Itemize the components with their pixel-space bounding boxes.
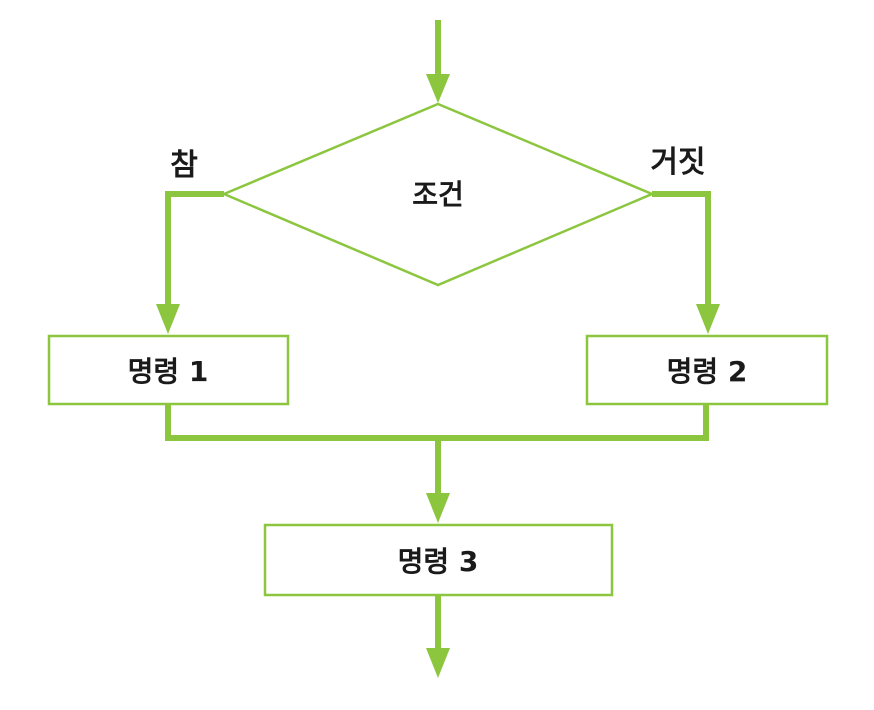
statement-2-label: 명령 2 (667, 355, 748, 388)
merge-connector (165, 404, 709, 523)
false-label: 거짓 (650, 145, 705, 180)
statement-1-box (47, 334, 290, 406)
condition-diamond (220, 102, 656, 287)
false-branch-arrow (652, 191, 720, 334)
exit-arrow (426, 595, 450, 678)
true-branch-arrow (156, 191, 224, 334)
statement-3-label: 명령 3 (398, 545, 479, 578)
statement-1-label: 명령 1 (128, 355, 209, 388)
statement-2-box (585, 334, 829, 406)
true-label: 참 (170, 148, 198, 183)
condition-label: 조건 (412, 178, 464, 211)
statement-3-box (263, 523, 614, 597)
entry-arrow (426, 20, 450, 103)
